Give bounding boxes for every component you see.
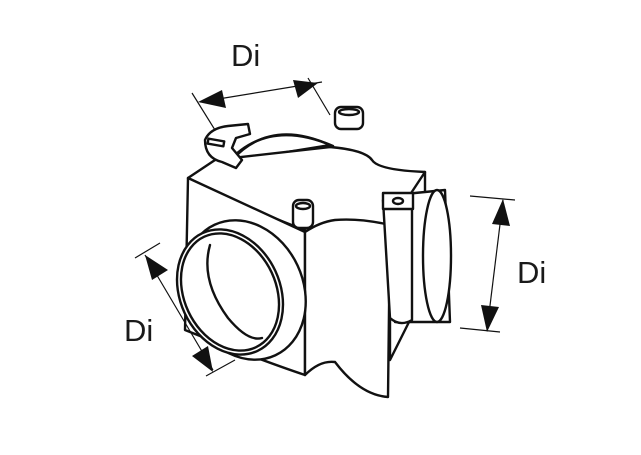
top-clamp (203, 122, 252, 170)
left-spigot (175, 219, 307, 361)
top-tab (333, 105, 365, 131)
dimension-label-top: Di (231, 38, 261, 73)
box-front-face (303, 218, 392, 399)
front-tab (291, 198, 315, 230)
dimension-label-right: Di (517, 255, 547, 290)
dimension-right (459, 195, 516, 333)
dimension-left (134, 242, 236, 377)
right-spigot (381, 188, 453, 325)
dimension-label-left: Di (124, 313, 154, 348)
dimension-top (191, 77, 331, 131)
